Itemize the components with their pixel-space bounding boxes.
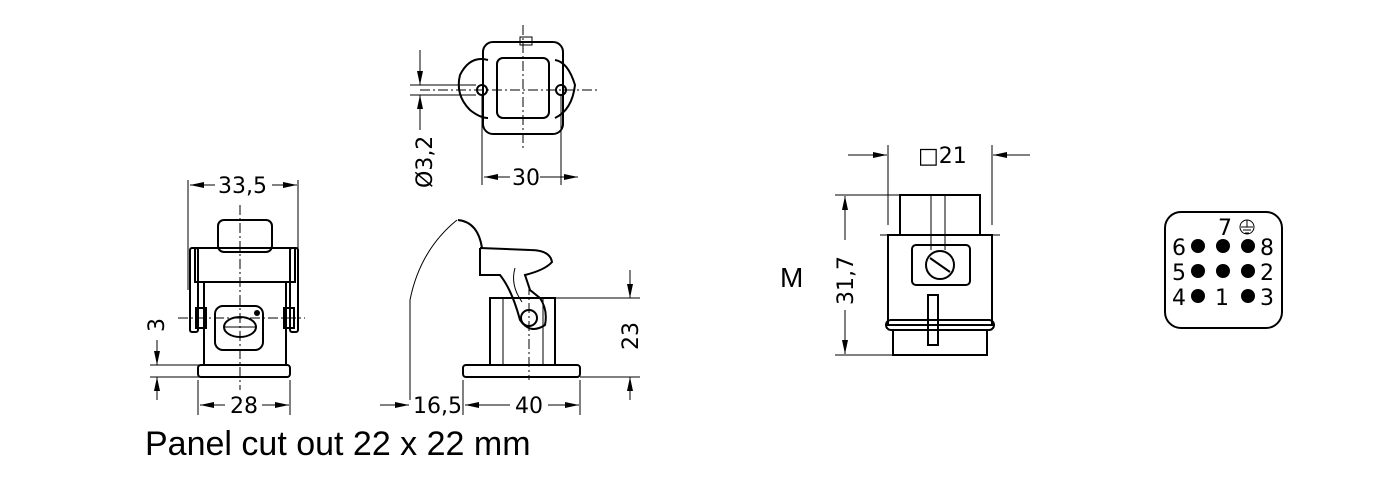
pin-label-8: 8 (1260, 236, 1274, 261)
insert-label: M (780, 262, 803, 293)
dim-base-height: 3 (145, 318, 170, 332)
pin-label-5: 5 (1172, 261, 1186, 286)
pin-label-3: 3 (1260, 286, 1274, 311)
pin-label-4: 4 (1172, 286, 1186, 311)
top-view: 30 Ø3,2 (410, 25, 600, 191)
dim-hole-diameter: Ø3,2 (413, 136, 438, 188)
front-view: 33,5 3 28 (145, 174, 305, 419)
dim-insert-width: □21 (918, 144, 967, 169)
pin-layout: 1 2 3 4 5 6 7 8 (1164, 211, 1283, 329)
pin-label-6: 6 (1172, 236, 1186, 261)
dim-side-height: 23 (619, 322, 644, 350)
dim-hole-spacing: 30 (512, 166, 540, 191)
side-view: 23 16,5 40 (380, 219, 644, 419)
pin-label-1: 1 (1215, 286, 1229, 311)
insert-view: M □21 31,7 (780, 144, 1030, 356)
earth-ground-icon (1239, 219, 1255, 235)
dim-base-width: 28 (230, 394, 258, 419)
dim-swing: 16,5 (413, 394, 462, 419)
pin-label-2: 2 (1260, 261, 1274, 286)
dim-insert-height: 31,7 (834, 256, 859, 305)
dim-base-length: 40 (515, 394, 543, 419)
panel-cutout-caption: Panel cut out 22 x 22 mm (145, 425, 531, 463)
pin-label-7: 7 (1218, 216, 1232, 241)
dim-front-width: 33,5 (218, 174, 267, 199)
